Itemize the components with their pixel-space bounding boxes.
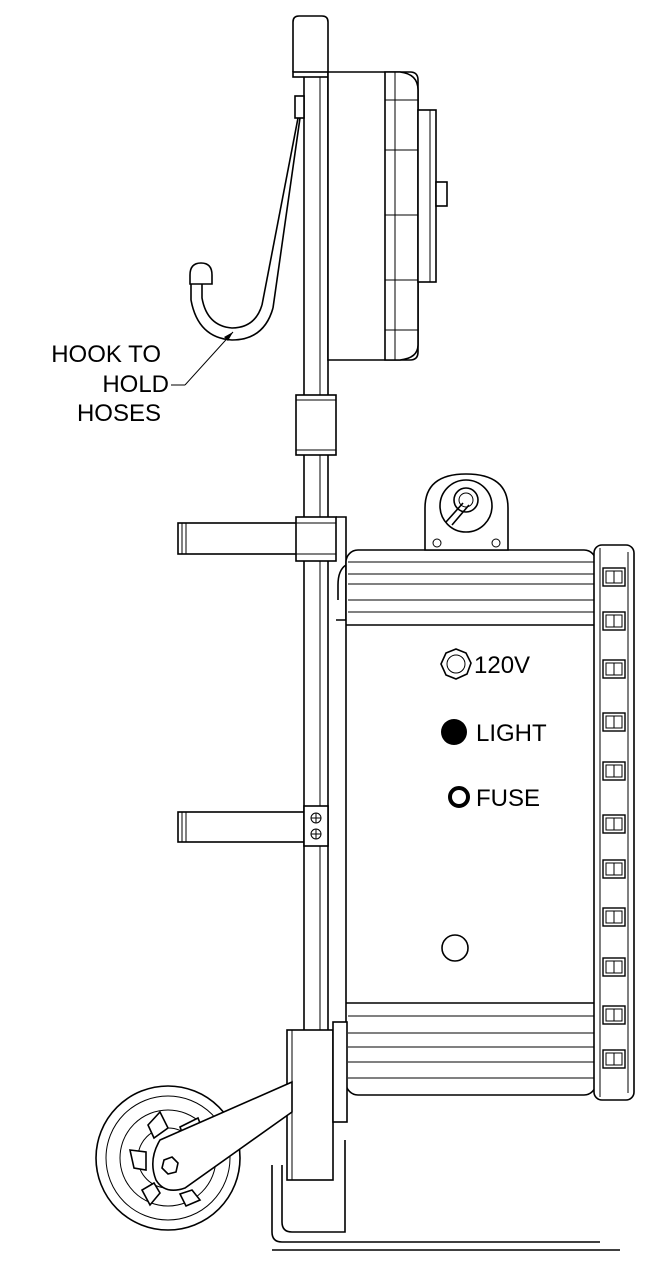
door-latch [602, 712, 626, 732]
fuse-holder-icon [448, 786, 470, 808]
outlet-receptacle-icon [440, 648, 472, 680]
light-label: LIGHT [476, 720, 547, 747]
door-latch [602, 859, 626, 879]
light-indicator-icon [441, 719, 467, 745]
fuse-label: FUSE [476, 785, 540, 812]
hook-callout-line1: HOOK TO [51, 341, 161, 368]
door-latch [602, 957, 626, 977]
door-latch [602, 1049, 626, 1069]
rotary-switch [424, 473, 509, 551]
door-latch [602, 814, 626, 834]
hook-callout-line3: HOSES [77, 400, 161, 427]
door-latch [602, 611, 626, 631]
upper-bracket-tube [177, 516, 347, 621]
door-latch [602, 907, 626, 927]
upper-housing [327, 71, 448, 361]
outlet-label: 120V [474, 652, 530, 679]
lower-bracket-tube [177, 805, 329, 847]
door-latch [602, 1005, 626, 1025]
main-cabinet [337, 549, 597, 1096]
door-latch [602, 761, 626, 781]
wheel [95, 1080, 293, 1231]
hook-callout-leader [171, 331, 234, 386]
door-latch [602, 659, 626, 679]
hose-hook [189, 95, 305, 341]
door-latches [602, 567, 626, 1069]
base-frame [271, 1021, 620, 1251]
hook-callout-line2: HOLD [102, 371, 169, 398]
door-latch [602, 567, 626, 587]
cable-port-icon [441, 934, 469, 962]
